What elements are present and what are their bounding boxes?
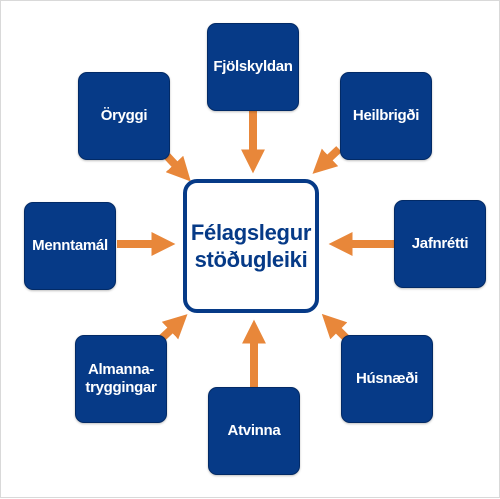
- node-label: Heilbrigði: [352, 107, 420, 124]
- node-menntamal: Menntamál: [24, 202, 116, 290]
- node-label: Atvinna: [227, 422, 281, 439]
- node-oryggi: Öryggi: [78, 72, 170, 160]
- arrow-oryggi: [164, 153, 191, 182]
- center-label-line-2: stöðugleiki: [194, 247, 308, 272]
- node-jafnretti: Jafnrétti: [394, 200, 486, 288]
- node-label: Jafnrétti: [411, 235, 469, 252]
- node-label-line-2: tryggingar: [85, 379, 157, 396]
- node-label: Húsnæði: [355, 370, 419, 387]
- node-almannatryggingar: Almanna- tryggingar: [75, 335, 167, 423]
- node-label: Öryggi: [100, 107, 148, 124]
- node-atvinna: Atvinna: [208, 387, 300, 475]
- node-heilbrigdi: Heilbrigði: [340, 72, 432, 160]
- node-label-line-1: Almanna-: [88, 361, 154, 378]
- node-fjolskyldan: Fjölskyldan: [207, 23, 299, 111]
- center-node: Félagslegur stöðugleiki: [183, 179, 319, 313]
- node-label: Fjölskyldan: [213, 58, 293, 75]
- node-label: Menntamál: [32, 237, 108, 254]
- arrow-heilbrigdi: [312, 146, 342, 174]
- node-husnaedi: Húsnæði: [341, 335, 433, 423]
- center-label-line-1: Félagslegur: [190, 220, 312, 245]
